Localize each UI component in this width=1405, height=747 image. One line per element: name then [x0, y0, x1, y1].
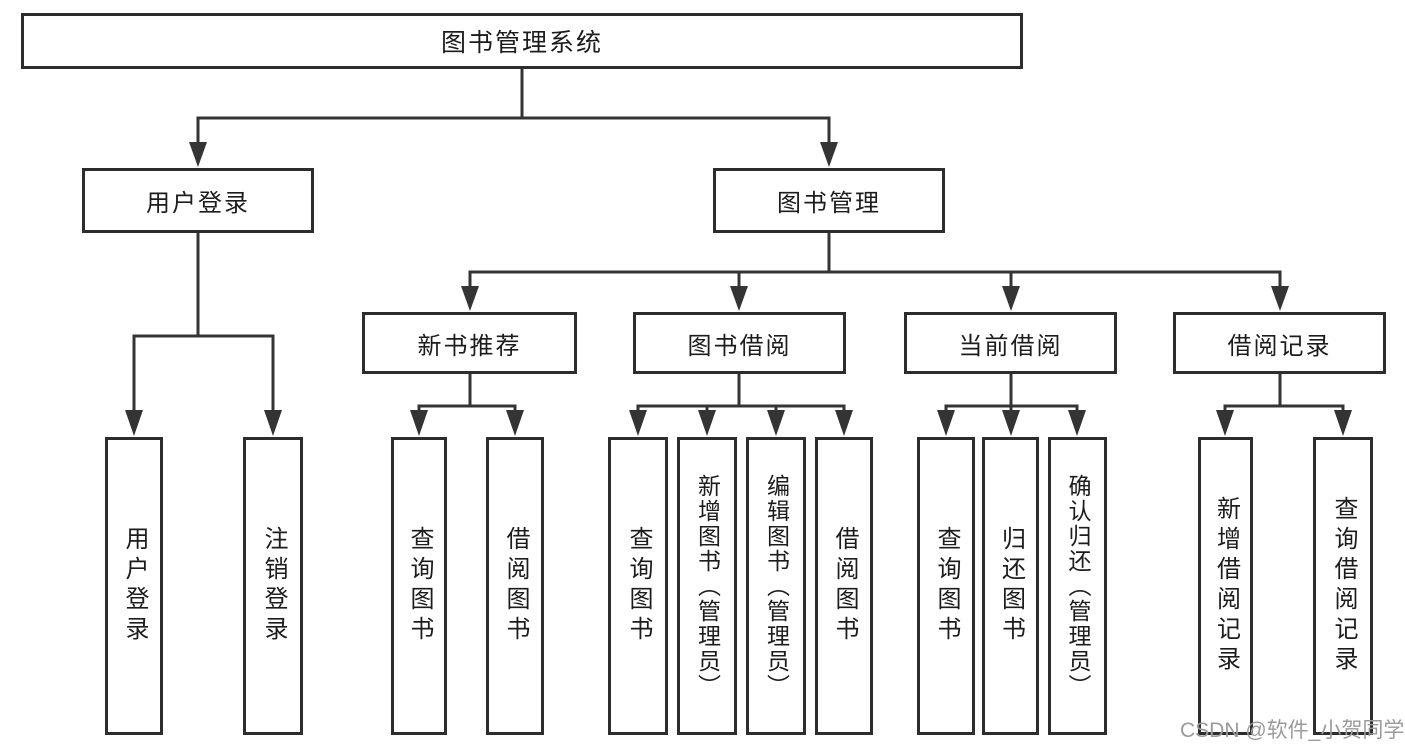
node-library-management-system: 图书管理系统: [21, 13, 1023, 69]
arrow-down-icon: [264, 410, 282, 436]
arrow-down-icon: [1334, 410, 1352, 436]
arrow-down-icon: [410, 410, 428, 436]
node-user-login: 用户登录: [82, 168, 314, 233]
connector-borrow-record-branch: [1216, 372, 1352, 436]
leaf-record-query-borrow-record: 查询借阅记录: [1313, 437, 1373, 735]
leaf-newbook-query-books: 查询图书: [391, 437, 447, 735]
arrow-down-icon: [461, 286, 479, 311]
node-label: 图书借阅: [687, 332, 792, 360]
arrow-down-icon: [730, 286, 748, 311]
node-label: 图书管理: [777, 190, 881, 217]
node-label: 借阅记录: [1227, 332, 1332, 360]
node-label: 新增图书（管理员）: [694, 473, 721, 699]
arrow-down-icon: [1216, 410, 1234, 436]
node-label: 借阅图书: [502, 526, 529, 646]
arrow-down-icon: [698, 410, 716, 436]
node-label: 新书推荐: [417, 332, 522, 360]
leaf-borrow-query-books: 查询图书: [608, 437, 668, 735]
connector-book-management-branch: [461, 231, 1289, 311]
arrow-down-icon: [835, 410, 853, 436]
leaf-current-return-books: 归还图书: [982, 437, 1039, 735]
node-label: 用户登录: [121, 526, 148, 646]
leaf-borrow-add-books-admin: 新增图书（管理员）: [677, 437, 737, 735]
node-label: 归还图书: [997, 526, 1025, 646]
node-label: 注销登录: [260, 526, 287, 646]
leaf-current-confirm-return-admin: 确认归还（管理员）: [1048, 437, 1107, 735]
node-current-borrowing: 当前借阅: [904, 312, 1117, 374]
node-label: 确认归还（管理员）: [1065, 473, 1091, 699]
node-label: 用户登录: [146, 190, 250, 217]
node-label: 查询借阅记录: [1330, 496, 1357, 676]
node-book-management: 图书管理: [713, 168, 945, 233]
connector-user-login-branch: [125, 231, 282, 436]
node-label: 图书管理系统: [440, 29, 603, 57]
node-book-borrowing: 图书借阅: [633, 312, 846, 374]
arrow-down-icon: [629, 410, 647, 436]
arrow-down-icon: [125, 410, 143, 436]
node-new-book-recommend: 新书推荐: [362, 312, 577, 374]
arrow-down-icon: [189, 142, 207, 167]
csdn-watermark: CSDN @软件_小贺同学: [1180, 719, 1405, 742]
arrow-down-icon: [506, 410, 524, 436]
node-label: 新增借阅记录: [1212, 496, 1240, 676]
leaf-logout: 注销登录: [243, 437, 303, 735]
arrow-down-icon: [1068, 410, 1086, 436]
leaf-borrow-borrow-books: 借阅图书: [815, 437, 873, 735]
arrow-down-icon: [937, 410, 955, 436]
connector-book-borrow-branch: [629, 372, 853, 436]
node-borrowing-records: 借阅记录: [1173, 312, 1386, 374]
leaf-current-query-books: 查询图书: [917, 437, 975, 735]
leaf-newbook-borrow-books: 借阅图书: [486, 437, 544, 735]
node-label: 查询图书: [933, 526, 960, 646]
connector-current-borrow-branch: [937, 372, 1086, 436]
node-label: 查询图书: [406, 526, 433, 646]
arrow-down-icon: [767, 410, 785, 436]
node-label: 编辑图书（管理员）: [763, 473, 790, 699]
connector-root-to-level2: [189, 67, 838, 167]
arrow-down-icon: [820, 142, 838, 167]
arrow-down-icon: [1271, 286, 1289, 311]
node-label: 当前借阅: [958, 332, 1063, 360]
arrow-down-icon: [1002, 286, 1020, 311]
leaf-record-add-borrow-record: 新增借阅记录: [1198, 437, 1253, 735]
leaf-user-login: 用户登录: [105, 437, 163, 735]
connector-new-book-branch: [410, 372, 524, 436]
node-label: 借阅图书: [831, 526, 858, 646]
arrow-down-icon: [1002, 410, 1020, 436]
node-label: 查询图书: [625, 526, 652, 646]
leaf-borrow-edit-books-admin: 编辑图书（管理员）: [746, 437, 806, 735]
